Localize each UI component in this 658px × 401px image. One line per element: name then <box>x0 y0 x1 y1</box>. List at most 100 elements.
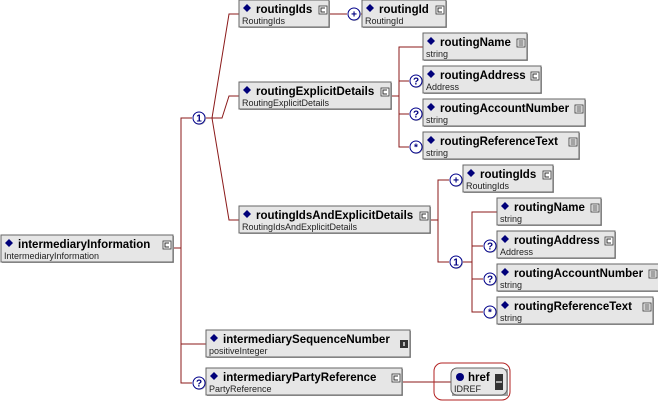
element-diamond-icon <box>210 372 218 380</box>
complex-type-icon <box>604 236 614 246</box>
optional-compositor[interactable]: ? <box>409 107 423 121</box>
connector-line <box>173 117 192 249</box>
connector-line <box>206 95 239 119</box>
element-diamond-icon <box>5 239 13 247</box>
compositor-symbol: ? <box>413 110 419 121</box>
compositor-symbol: ? <box>196 379 202 390</box>
node-name: routingName <box>514 202 585 214</box>
element-diamond-icon <box>501 202 509 210</box>
optional-compositor[interactable]: ? <box>483 272 497 286</box>
compositor-circle <box>192 111 206 125</box>
optional-compositor[interactable]: ? <box>483 239 497 253</box>
compositor-circle <box>483 239 497 253</box>
node-type: string <box>426 148 448 158</box>
compositor-circle <box>192 376 206 390</box>
connector-line <box>437 220 449 263</box>
simple-type-icon <box>648 269 658 279</box>
repeat-compositor[interactable]: * <box>483 305 497 319</box>
node-type: PartyReference <box>209 384 272 394</box>
complex-type-icon <box>419 211 429 221</box>
element-diamond-icon <box>243 210 251 218</box>
optional-compositor[interactable]: ? <box>409 74 423 88</box>
compositor-circle <box>483 305 497 319</box>
compositor-circle <box>409 140 423 154</box>
node-box <box>496 197 602 226</box>
node-type: RoutingIds <box>466 181 510 191</box>
complex-type-icon <box>162 240 172 250</box>
node-name: routingIds <box>480 169 536 181</box>
sequence-compositor[interactable]: 1 <box>449 255 463 269</box>
node-box <box>496 230 616 259</box>
attribute-icon <box>495 374 503 390</box>
node-type: string <box>500 313 522 323</box>
optional-compositor[interactable]: ? <box>192 376 206 390</box>
node-type: Address <box>500 247 534 257</box>
compositor-symbol: 1 <box>453 258 459 269</box>
node-box <box>205 329 411 358</box>
element-node-routingIdsAndExplicitDetails[interactable]: routingIdsAndExplicitDetailsRoutingIdsAn… <box>238 205 431 234</box>
node-type: positiveInteger <box>209 346 268 356</box>
compositor-symbol: + <box>453 176 459 187</box>
node-name: intermediaryInformation <box>18 239 150 251</box>
element-diamond-icon <box>243 86 251 94</box>
complex-type-icon <box>530 71 540 81</box>
compositor-symbol: * <box>488 308 492 319</box>
node-name: routingAddress <box>440 70 526 82</box>
compositor-symbol: ? <box>413 77 419 88</box>
element-diamond-icon <box>501 301 509 309</box>
connector-line <box>398 47 409 148</box>
element-node-intermediaryInformation[interactable]: intermediaryInformationIntermediaryInfor… <box>0 234 174 263</box>
simple-type-icon <box>642 302 652 312</box>
node-name: routingIds <box>256 4 312 16</box>
node-type: string <box>426 115 448 125</box>
compositor-symbol: 1 <box>196 114 202 125</box>
compositor-circle <box>449 173 463 187</box>
node-name: routingIdsAndExplicitDetails <box>256 210 413 222</box>
complex-type-icon <box>435 5 445 15</box>
compositor-circle <box>409 74 423 88</box>
compositor-symbol: + <box>351 10 357 21</box>
node-name: routingExplicitDetails <box>256 86 374 98</box>
element-diamond-icon <box>427 103 435 111</box>
node-box <box>205 367 403 396</box>
node-name: routingId <box>379 4 429 16</box>
connector-line <box>391 46 423 97</box>
node-box <box>422 32 528 61</box>
node-box <box>422 131 580 160</box>
element-diamond-icon <box>501 235 509 243</box>
choice-compositor[interactable]: + <box>347 7 361 21</box>
node-type: RoutingExplicitDetails <box>242 98 330 108</box>
sequence-compositor[interactable]: 1 <box>192 111 206 125</box>
element-node-intermediarySequenceNumber[interactable]: intermediarySequenceNumberpositiveIntege… <box>205 329 411 358</box>
element-diamond-icon <box>210 334 218 342</box>
repeat-compositor[interactable]: * <box>409 140 423 154</box>
node-box <box>0 234 174 263</box>
choice-compositor[interactable]: + <box>449 173 463 187</box>
element-diamond-icon <box>366 4 374 12</box>
element-node-routingExplicitDetails[interactable]: routingExplicitDetailsRoutingExplicitDet… <box>238 81 392 110</box>
connector-line <box>206 13 239 119</box>
attribute-group-outline <box>433 362 511 401</box>
connector-layer <box>173 13 497 384</box>
compositor-symbol: * <box>414 143 418 154</box>
node-name: href <box>468 372 490 384</box>
node-name: routingAddress <box>514 235 600 247</box>
node-box <box>422 98 586 127</box>
attribute-marker-icon <box>456 373 464 381</box>
node-type: string <box>500 214 522 224</box>
